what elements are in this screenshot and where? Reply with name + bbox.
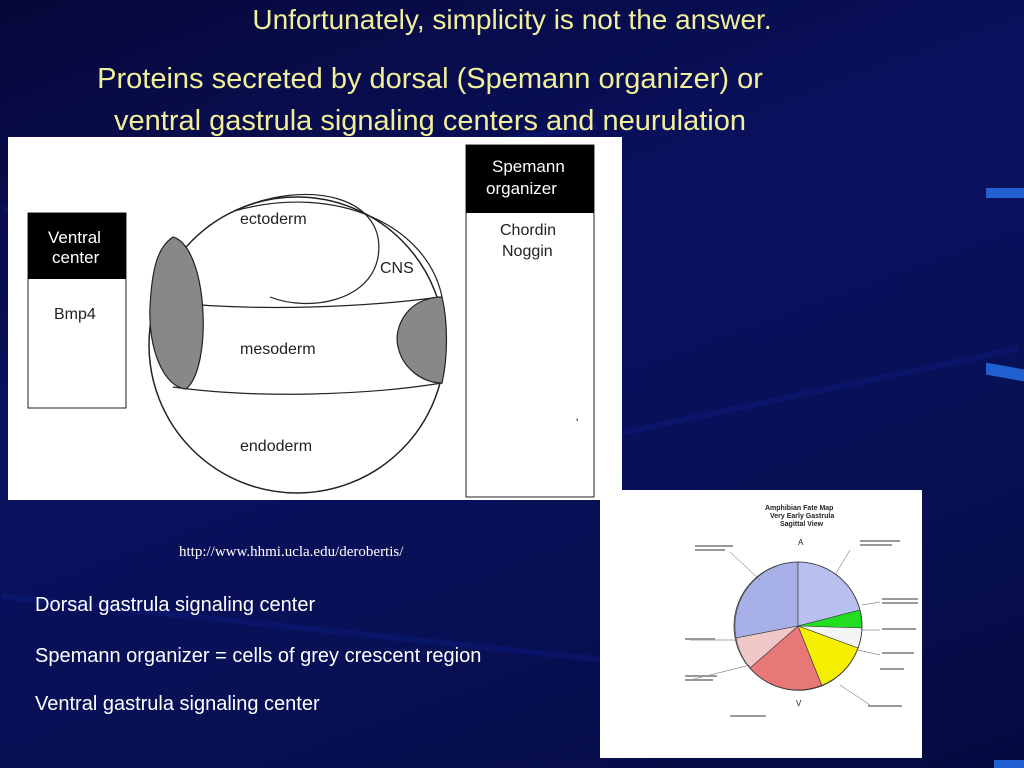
decorative-bar: [986, 363, 1024, 382]
fate-label-placeholder: [695, 545, 733, 547]
fate-label-placeholder: [860, 540, 900, 542]
ventral-header-line1: Ventral: [48, 228, 101, 247]
label-ectoderm: ectoderm: [240, 211, 307, 228]
decorative-bar: [986, 188, 1024, 198]
fate-label-placeholder: [868, 705, 902, 707]
fate-label-placeholder: [882, 652, 914, 654]
source-link[interactable]: http://www.hhmi.ucla.edu/derobertis/: [179, 544, 403, 561]
leader-line: [835, 550, 850, 575]
organizer-header-line2: organizer: [486, 179, 557, 198]
leader-line: [862, 602, 880, 605]
fate-wedge-ectoderm: [735, 562, 798, 638]
fate-label-placeholder: [882, 602, 918, 604]
fate-label-placeholder: [685, 675, 717, 677]
decorative-bar: [994, 760, 1024, 768]
fate-label-placeholder: [880, 668, 904, 670]
organizer-content-line1: Chordin: [500, 222, 556, 239]
ventral-header-line2: center: [52, 248, 100, 267]
fate-label-placeholder: [882, 628, 916, 630]
organizer-content-line2: Noggin: [502, 243, 553, 260]
ventral-content: Bmp4: [54, 306, 96, 323]
bullet-dorsal: Dorsal gastrula signaling center: [35, 594, 315, 617]
fate-label-placeholder: [685, 638, 715, 640]
organizer-header-line1: Spemann: [492, 157, 565, 176]
leader-line: [840, 685, 870, 705]
leader-line: [690, 665, 750, 680]
label-cns: CNS: [380, 260, 414, 277]
fate-label-placeholder: [695, 549, 725, 551]
fate-map-label-v: V: [796, 699, 802, 708]
fate-map-title-line2: Very Early Gastrula: [770, 513, 834, 520]
subtitle-line-1: Proteins secreted by dorsal (Spemann org…: [30, 58, 830, 100]
fate-map-title-line1: Amphibian Fate Map: [765, 505, 833, 512]
stray-mark: ': [576, 416, 578, 430]
fate-map-label-a: A: [798, 538, 804, 547]
label-endoderm: endoderm: [240, 438, 312, 455]
fate-map-svg: Amphibian Fate Map Very Early Gastrula S…: [600, 490, 922, 758]
fate-map-title-line3: Sagittal View: [780, 521, 824, 528]
leader-line: [858, 650, 880, 655]
slide-subtitle: Proteins secreted by dorsal (Spemann org…: [30, 58, 830, 142]
bullet-spemann: Spemann organizer = cells of grey cresce…: [35, 645, 481, 668]
fate-label-placeholder: [685, 679, 713, 681]
fate-label-placeholder: [730, 715, 766, 717]
slide-title: Unfortunately, simplicity is not the ans…: [0, 4, 1024, 36]
fate-map-figure: Amphibian Fate Map Very Early Gastrula S…: [600, 490, 922, 758]
fate-label-placeholder: [882, 598, 918, 600]
gastrula-diagram: Ventral center Bmp4 Spemann organizer Ch…: [8, 137, 622, 500]
leader-line: [730, 552, 760, 580]
label-mesoderm: mesoderm: [240, 341, 316, 358]
subtitle-line-2: ventral gastrula signaling centers and n…: [30, 100, 830, 142]
bullet-ventral: Ventral gastrula signaling center: [35, 693, 320, 716]
fate-label-placeholder: [860, 544, 892, 546]
gastrula-svg: Ventral center Bmp4 Spemann organizer Ch…: [8, 137, 622, 500]
